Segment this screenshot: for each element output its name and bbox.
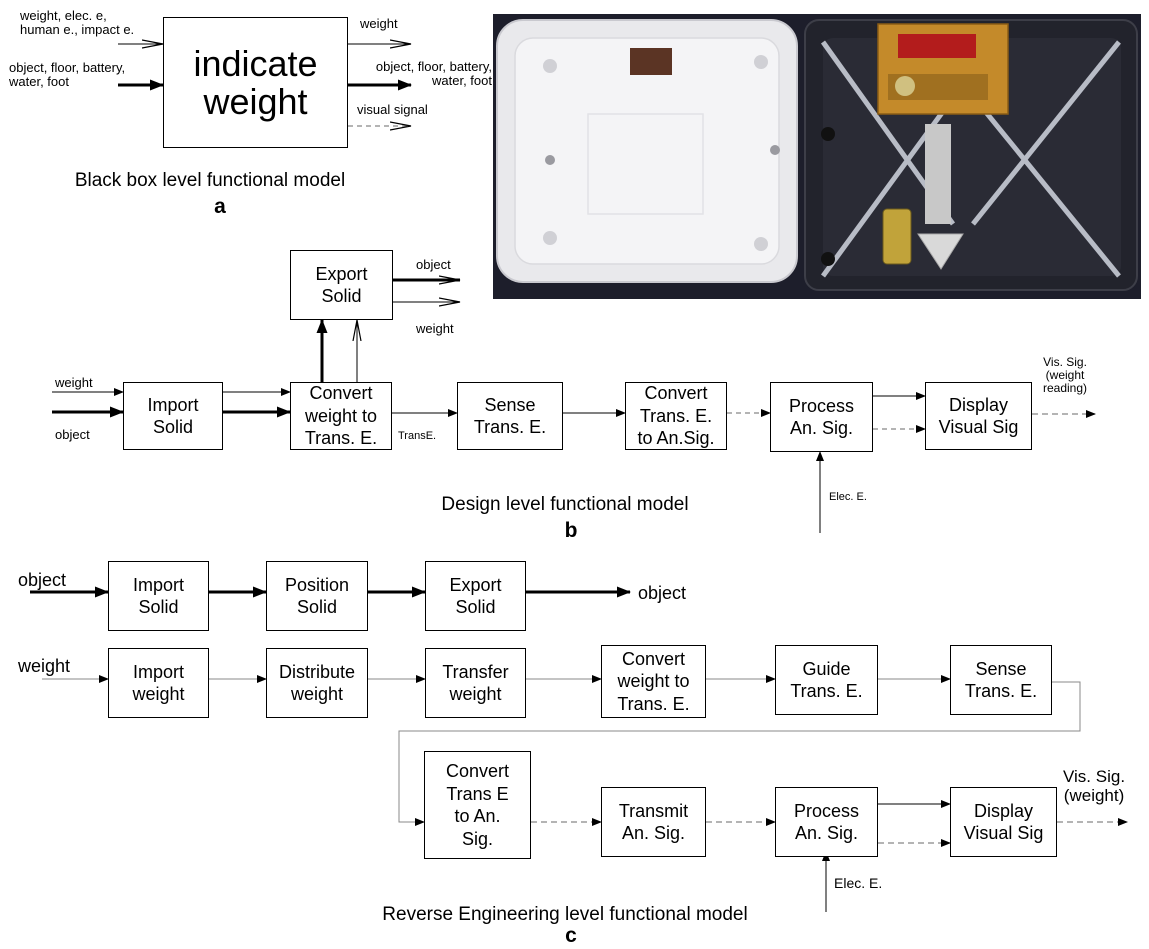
re-block-process: Process An. Sig. [775,787,878,857]
design-block-export-solid: Export Solid [290,250,393,320]
re-weight-in-label: weight [18,657,70,677]
design-block-process: Process An. Sig. [770,382,873,452]
black-box-input-energy-label: weight, elec. e, human e., impact e. [20,9,134,38]
re-block-convert-weight: Convert weight to Trans. E. [601,645,706,718]
re-block-display: Display Visual Sig [950,787,1057,857]
re-block-guide: Guide Trans. E. [775,645,878,715]
re-block-import-solid: Import Solid [108,561,209,631]
black-box-input-material-label: object, floor, battery, water, foot [9,61,125,90]
re-block-sense: Sense Trans. E. [950,645,1052,715]
design-block-import-solid: Import Solid [123,382,223,450]
panel-letter-a: a [200,195,240,219]
re-block-transfer-weight: Transfer weight [425,648,526,718]
design-block-convert-weight: Convert weight to Trans. E. [290,382,392,450]
re-block-position-solid: Position Solid [266,561,368,631]
design-weight-in-label: weight [55,376,93,390]
re-block-distribute-weight: Distribute weight [266,648,368,718]
black-box-output-material-label: object, floor, battery, water, foot [348,60,492,89]
design-trans-e-label: TransE. [398,430,436,442]
black-box-caption: Black box level functional model [40,170,380,192]
design-weight-out-label: weight [416,322,454,336]
re-block-export-solid: Export Solid [425,561,526,631]
re-object-out-label: object [638,584,686,604]
panel-letter-b: b [551,519,591,543]
black-box-output-weight-label: weight [360,17,398,31]
design-level-caption: Design level functional model [390,494,740,516]
re-block-convert-an-sig: Convert Trans E to An. Sig. [424,751,531,859]
design-block-display: Display Visual Sig [925,382,1032,450]
design-block-convert-an-sig: Convert Trans. E. to An.Sig. [625,382,727,450]
design-block-sense: Sense Trans. E. [457,382,563,450]
design-elec-e-label: Elec. E. [829,491,867,503]
reverse-level-caption: Reverse Engineering level functional mod… [330,904,800,926]
re-elec-e-label: Elec. E. [834,876,882,891]
design-vis-sig-label: Vis. Sig. (weight reading) [1043,356,1087,396]
re-vis-sig-label: Vis. Sig. (weight) [1063,768,1125,805]
design-object-out-label: object [416,258,451,272]
indicate-weight-box: indicate weight [163,17,348,148]
re-block-import-weight: Import weight [108,648,209,718]
scale-photo-drawing [493,14,1141,299]
scale-photo [493,14,1141,299]
design-object-in-label: object [55,428,90,442]
black-box-output-visual-label: visual signal [357,103,428,117]
panel-letter-c: c [551,924,591,948]
re-object-in-label: object [18,571,66,591]
re-block-transmit: Transmit An. Sig. [601,787,706,857]
